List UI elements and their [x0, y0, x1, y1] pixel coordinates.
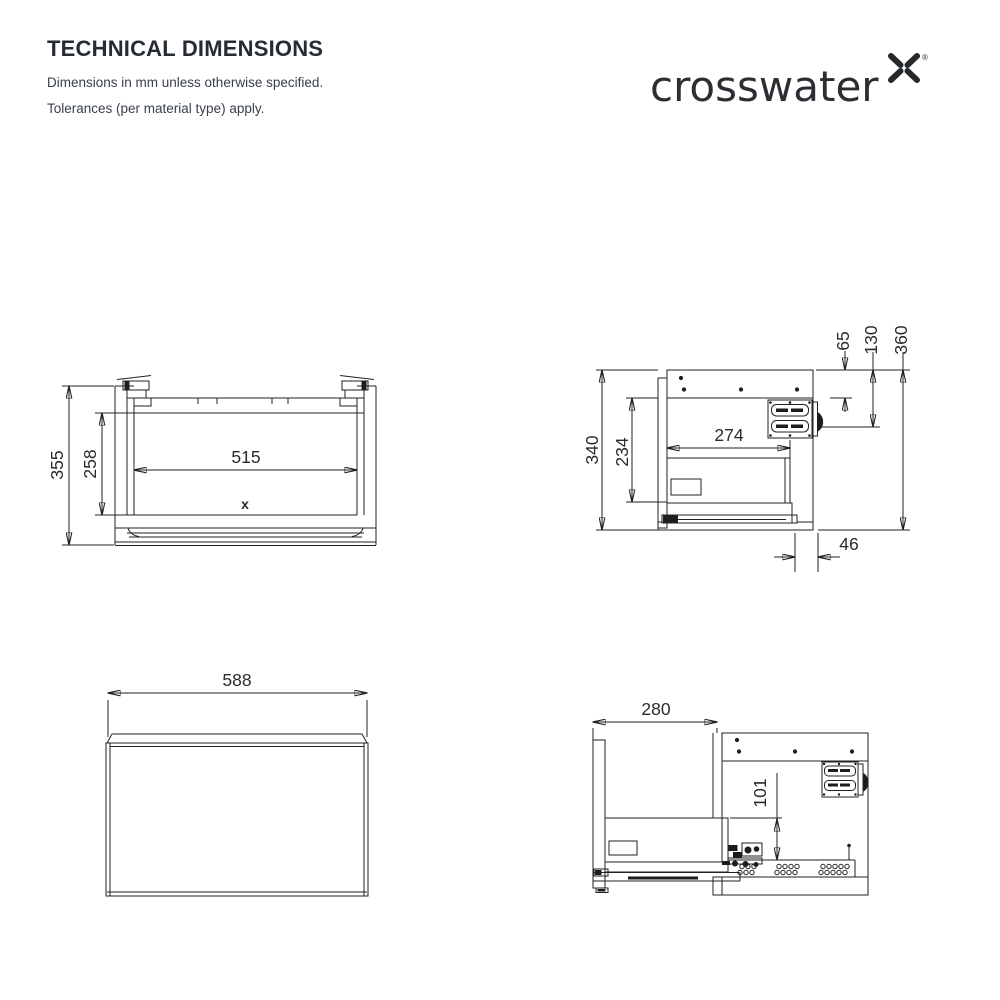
- dim-rear-gap: 46: [839, 534, 858, 554]
- crosswater-x-icon: ®: [886, 52, 928, 91]
- page-title: TECHNICAL DIMENSIONS: [47, 36, 324, 61]
- front-view-closed-drawing: 588: [105, 670, 369, 897]
- brand-name: crosswater: [650, 62, 879, 111]
- hanging-bracket-extended-view: [821, 761, 869, 798]
- front-view-open-drawing: x 355 258 515: [47, 375, 377, 546]
- dim-top-to-bracket: 65: [833, 331, 853, 350]
- dim-extension: 280: [641, 699, 670, 719]
- dim-inner-height: 258: [80, 449, 100, 478]
- left-wall-bracket: [116, 375, 152, 399]
- registered-mark: ®: [922, 53, 928, 62]
- dim-runner-height: 101: [750, 778, 770, 807]
- dim-side-inner-height: 234: [612, 437, 632, 466]
- runner-lock-mechanism: [722, 842, 763, 867]
- crosswater-logo: crosswater ®: [650, 52, 928, 108]
- wall-hook: [817, 412, 824, 432]
- subtitle-tolerances: Tolerances (per material type) apply.: [47, 101, 265, 116]
- header: TECHNICAL DIMENSIONS Dimensions in mm un…: [47, 36, 323, 127]
- drawer-runner-rollers: [737, 843, 851, 876]
- dim-overall-height: 355: [47, 450, 67, 479]
- hanging-bracket: [767, 399, 824, 439]
- dim-overall-depth: 360: [891, 325, 911, 354]
- dim-inner-width: 515: [231, 447, 260, 467]
- side-section-closed-drawing: 340 234 274 65 130 360: [582, 325, 911, 572]
- dim-top-to-hook: 130: [861, 325, 881, 354]
- wall-hook: [863, 773, 869, 792]
- dim-inner-depth: 274: [714, 425, 743, 445]
- right-wall-bracket: [339, 375, 375, 399]
- subtitle-units: Dimensions in mm unless otherwise specif…: [47, 75, 324, 90]
- side-section-extended-drawing: 280: [593, 699, 869, 896]
- dim-overall-width: 588: [222, 670, 251, 690]
- dim-side-height: 340: [582, 435, 602, 464]
- center-x-mark: x: [241, 496, 249, 512]
